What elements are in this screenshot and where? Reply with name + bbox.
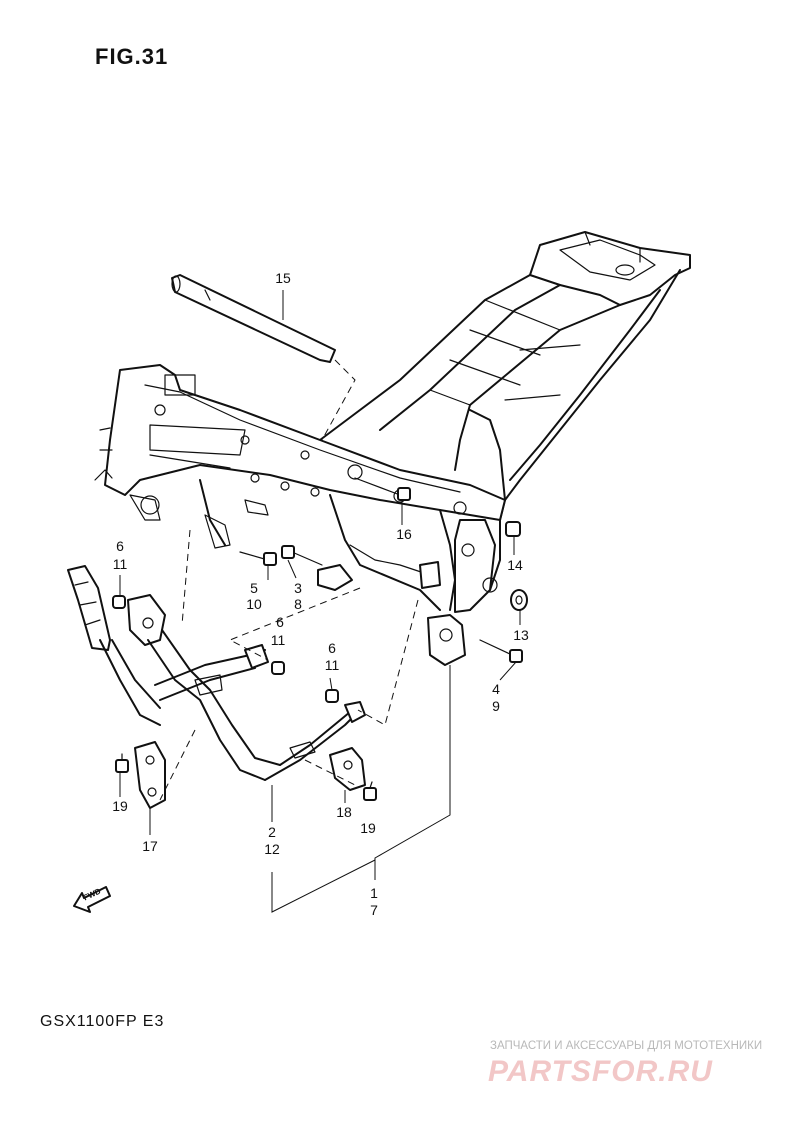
part-15-rod: [171, 274, 336, 363]
hardware: [112, 477, 528, 809]
callout-13: 13: [513, 627, 529, 643]
callout-19: 19: [360, 820, 376, 836]
leader-lines: [119, 290, 521, 913]
figure-title: FIG.31: [95, 44, 169, 69]
callout-16: 16: [396, 526, 412, 542]
callout-4: 4: [492, 681, 500, 697]
callout-19: 19: [112, 798, 128, 814]
callout-1: 1: [370, 885, 378, 901]
callout-14: 14: [507, 557, 523, 573]
main-frame: [94, 231, 691, 666]
watermark-logo: PARTSFOR.RU: [488, 1055, 713, 1088]
callout-7: 7: [370, 902, 378, 918]
callout-6: 6: [116, 538, 124, 554]
watermark-tagline: ЗАПЧАСТИ И АКСЕССУАРЫ ДЛЯ МОТОТЕХНИКИ: [490, 1040, 763, 1052]
model-code: GSX1100FP E3: [40, 1013, 165, 1030]
callout-8: 8: [294, 596, 302, 612]
callout-18: 18: [336, 804, 352, 820]
callout-10: 10: [246, 596, 262, 612]
callout-2: 2: [268, 824, 276, 840]
assembly-lines: [159, 359, 419, 801]
callout-17: 17: [142, 838, 158, 854]
callout-6: 6: [276, 614, 284, 630]
callout-9: 9: [492, 698, 500, 714]
callout-11: 11: [324, 657, 340, 673]
down-tube-assembly: [67, 565, 366, 781]
fwd-arrow-icon: [73, 886, 111, 913]
callout-6: 6: [328, 640, 336, 656]
callout-12: 12: [264, 841, 280, 857]
callout-11: 11: [112, 556, 128, 572]
callout-5: 5: [250, 580, 258, 596]
callout-15: 15: [275, 270, 291, 286]
callout-3: 3: [294, 580, 302, 596]
callout-11: 11: [270, 632, 286, 648]
